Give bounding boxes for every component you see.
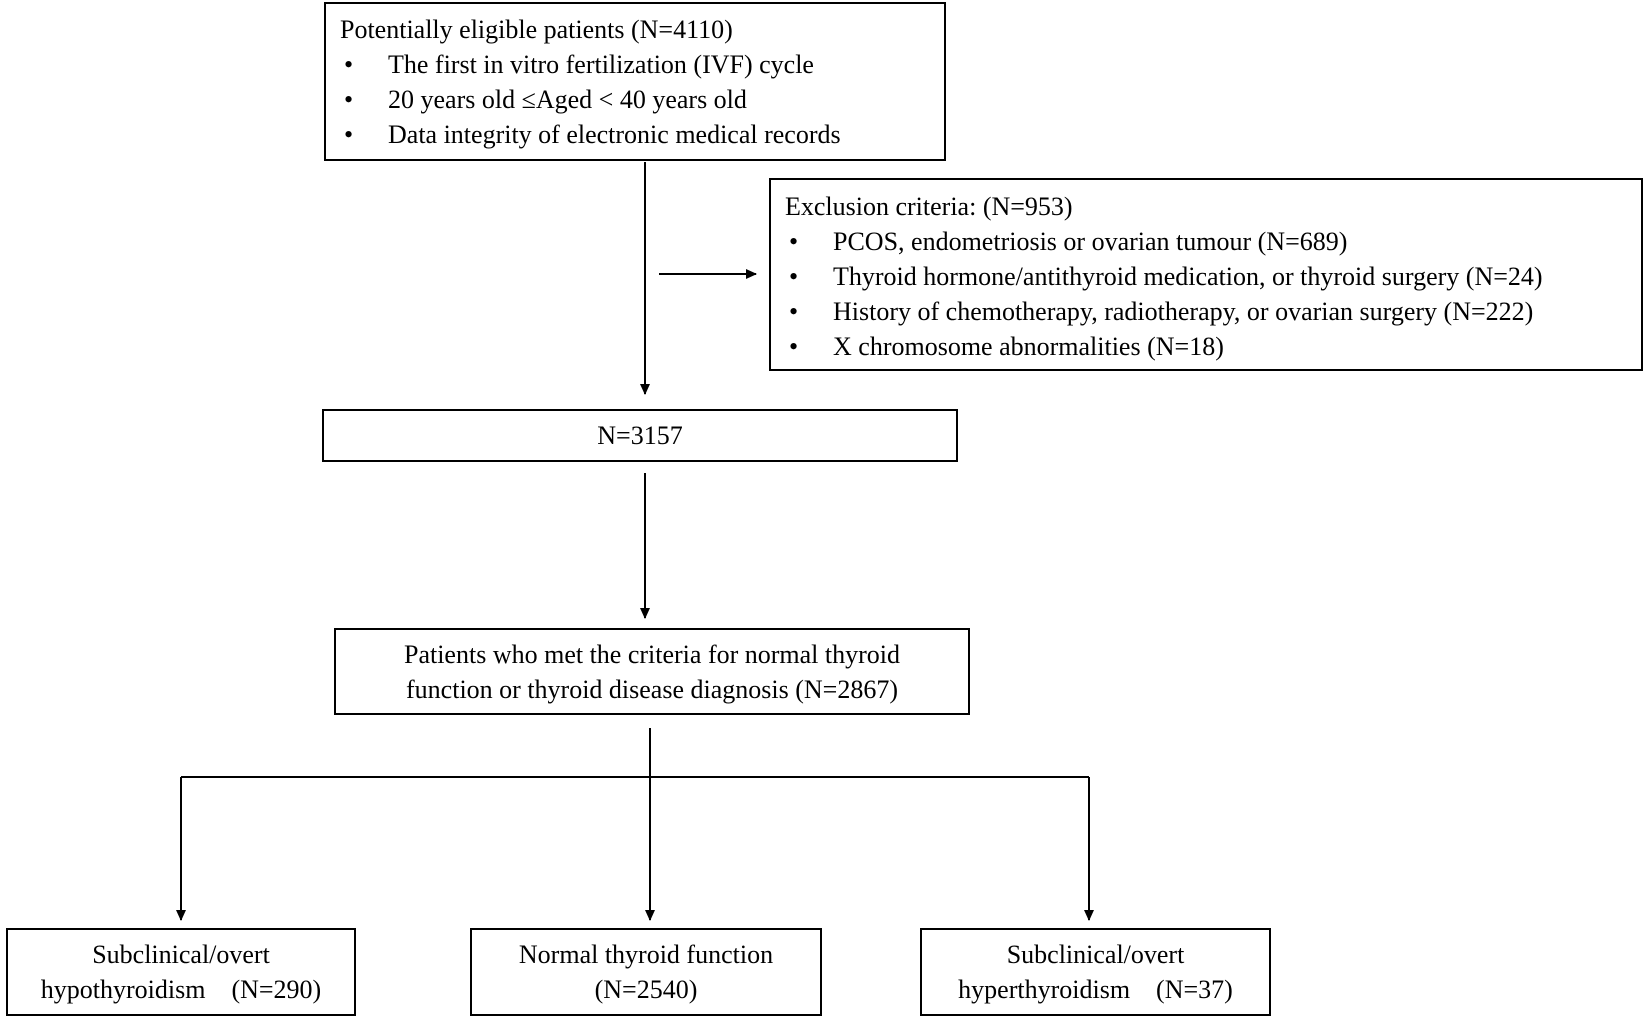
normal-thyroid-box: Normal thyroid function (N=2540) bbox=[470, 928, 822, 1016]
hypothyroidism-line-2: hypothyroidism (N=290) bbox=[40, 975, 322, 1004]
list-item: •History of chemotherapy, radiotherapy, … bbox=[785, 294, 1627, 329]
exclusion-title: Exclusion criteria: (N=953) bbox=[785, 192, 1073, 221]
list-item: •PCOS, endometriosis or ovarian tumour (… bbox=[785, 224, 1627, 259]
met-criteria-line-2: function or thyroid disease diagnosis (N… bbox=[406, 674, 898, 704]
hyperthyroidism-box: Subclinical/overt hyperthyroidism (N=37) bbox=[920, 928, 1271, 1016]
hyperthyroidism-line-1: Subclinical/overt bbox=[1006, 940, 1185, 969]
list-item: •X chromosome abnormalities (N=18) bbox=[785, 329, 1627, 364]
bullet-icon: • bbox=[789, 332, 799, 361]
normal-thyroid-line-1: Normal thyroid function bbox=[518, 940, 774, 969]
normal-thyroid-line-2: (N=2540) bbox=[594, 975, 698, 1004]
bullet-icon: • bbox=[344, 120, 354, 149]
exclusion-criteria-box: Exclusion criteria: (N=953) •PCOS, endom… bbox=[769, 178, 1643, 371]
bullet-icon: • bbox=[344, 85, 354, 114]
hypothyroidism-line-1: Subclinical/overt bbox=[92, 940, 270, 969]
met-criteria-box: Patients who met the criteria for normal… bbox=[334, 628, 970, 715]
list-item: •Thyroid hormone/antithyroid medication,… bbox=[785, 259, 1627, 294]
eligible-criteria-list: •The first in vitro fertilization (IVF) … bbox=[340, 47, 930, 152]
exclusion-criteria-list: •PCOS, endometriosis or ovarian tumour (… bbox=[785, 224, 1627, 364]
list-item: •Data integrity of electronic medical re… bbox=[340, 117, 930, 152]
bullet-icon: • bbox=[789, 227, 799, 256]
met-criteria-line-1: Patients who met the criteria for normal… bbox=[403, 639, 901, 669]
eligible-title: Potentially eligible patients (N=4110) bbox=[340, 15, 733, 44]
eligible-patients-box: Potentially eligible patients (N=4110) •… bbox=[324, 2, 946, 161]
bullet-icon: • bbox=[789, 262, 799, 291]
list-item: •The first in vitro fertilization (IVF) … bbox=[340, 47, 930, 82]
after-exclusion-box: N=3157 bbox=[322, 409, 958, 462]
bullet-icon: • bbox=[789, 297, 799, 326]
list-item: •20 years old ≤Aged < 40 years old bbox=[340, 82, 930, 117]
after-exclusion-count: N=3157 bbox=[597, 421, 683, 450]
hypothyroidism-box: Subclinical/overt hypothyroidism (N=290) bbox=[6, 928, 356, 1016]
hyperthyroidism-line-2: hyperthyroidism (N=37) bbox=[958, 975, 1233, 1004]
bullet-icon: • bbox=[344, 50, 354, 79]
